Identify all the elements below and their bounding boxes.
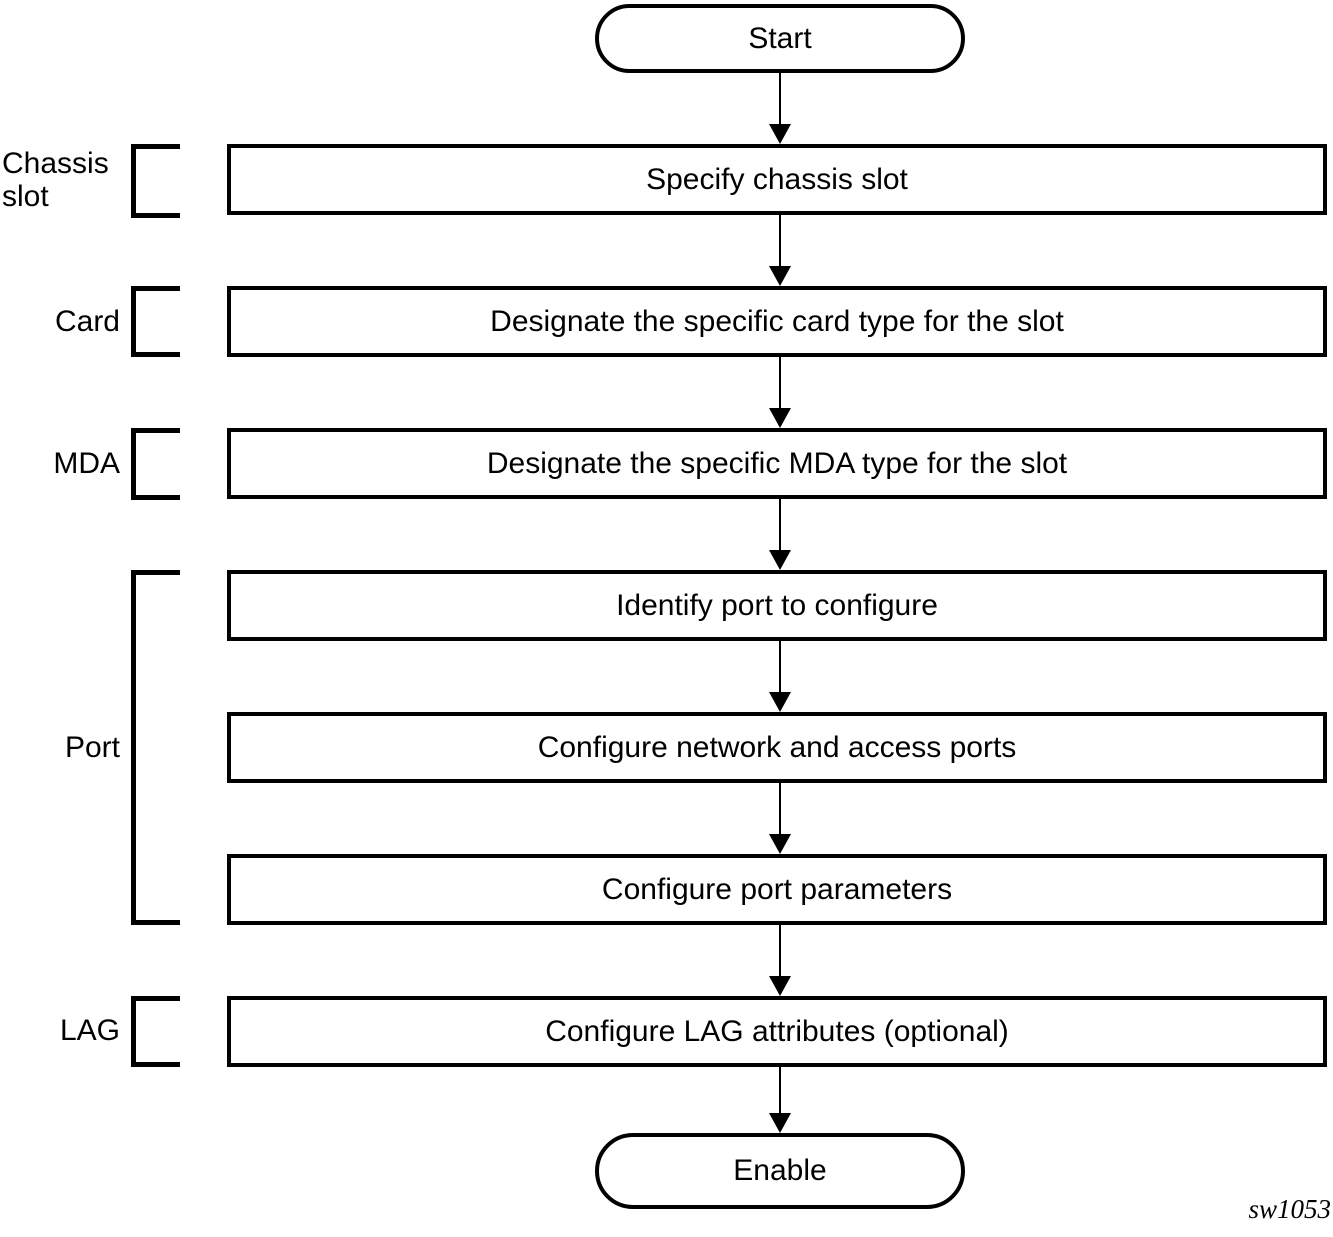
figure-code: sw1053 xyxy=(1248,1194,1331,1224)
group-label-card: Card xyxy=(54,305,120,338)
arrow-shaft xyxy=(779,72,781,128)
arrow-head-icon xyxy=(769,976,791,996)
step-label: Configure network and access ports xyxy=(537,730,1017,764)
step-label: Identify port to configure xyxy=(616,588,938,622)
flow-arrow xyxy=(768,924,792,996)
arrow-head-icon xyxy=(769,692,791,712)
group-bracket-port xyxy=(131,570,180,925)
flow-arrow xyxy=(768,1065,792,1133)
step-box-configure-lag-attributes: Configure LAG attributes (optional) xyxy=(227,996,1327,1067)
arrow-shaft xyxy=(779,782,781,838)
group-label-mda: MDA xyxy=(53,447,120,480)
step-label: Designate the specific card type for the… xyxy=(490,304,1064,338)
arrow-head-icon xyxy=(769,266,791,286)
start-node: Start xyxy=(595,4,965,73)
step-box-identify-port: Identify port to configure xyxy=(227,570,1327,641)
flow-arrow xyxy=(768,72,792,144)
arrow-shaft xyxy=(779,498,781,554)
step-label: Specify chassis slot xyxy=(646,162,908,196)
step-box-configure-port-parameters: Configure port parameters xyxy=(227,854,1327,925)
group-bracket-mda xyxy=(131,428,180,500)
group-bracket-lag xyxy=(131,996,180,1067)
flow-arrow xyxy=(768,356,792,428)
step-label: Configure port parameters xyxy=(601,872,953,906)
arrow-shaft xyxy=(779,924,781,980)
step-label: Designate the specific MDA type for the … xyxy=(486,446,1068,480)
arrow-head-icon xyxy=(769,408,791,428)
step-box-specify-chassis-slot: Specify chassis slot xyxy=(227,144,1327,215)
arrow-head-icon xyxy=(769,550,791,570)
step-label: Configure LAG attributes (optional) xyxy=(545,1014,1009,1048)
arrow-shaft xyxy=(779,356,781,412)
flow-arrow xyxy=(768,640,792,712)
flow-arrow xyxy=(768,498,792,570)
flow-arrow xyxy=(768,214,792,286)
arrow-head-icon xyxy=(769,124,791,144)
end-node: Enable xyxy=(595,1133,965,1209)
arrow-shaft xyxy=(779,1065,781,1117)
arrow-shaft xyxy=(779,640,781,696)
group-label-chassis-slot: Chassis slot xyxy=(2,147,109,213)
arrow-head-icon xyxy=(769,834,791,854)
flow-arrow xyxy=(768,782,792,854)
step-box-configure-network-access-ports: Configure network and access ports xyxy=(227,712,1327,783)
end-node-label: Enable xyxy=(733,1154,827,1187)
arrow-head-icon xyxy=(769,1113,791,1133)
group-bracket-chassis-slot xyxy=(131,144,180,218)
start-node-label: Start xyxy=(748,21,812,55)
arrow-shaft xyxy=(779,214,781,270)
group-label-lag: LAG xyxy=(59,1014,120,1047)
step-box-designate-card-type: Designate the specific card type for the… xyxy=(227,286,1327,357)
group-bracket-card xyxy=(131,286,180,357)
group-label-port: Port xyxy=(64,731,120,764)
step-box-designate-mda-type: Designate the specific MDA type for the … xyxy=(227,428,1327,499)
